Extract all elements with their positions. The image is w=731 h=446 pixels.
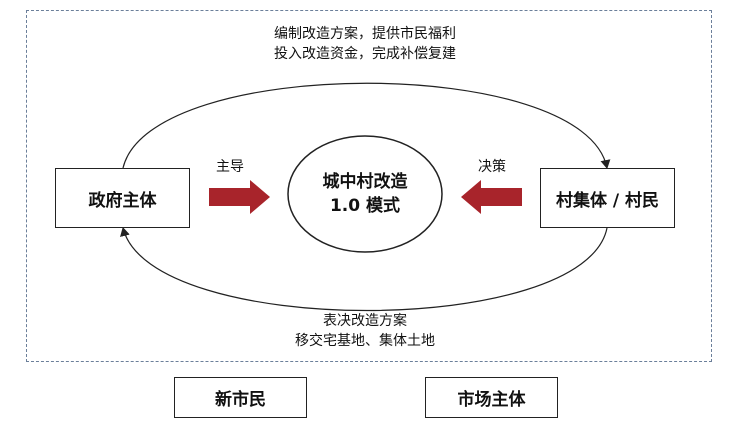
bottom-label-line2: 移交宅基地、集体土地: [295, 333, 435, 349]
new-citizen-box: 新市民: [174, 377, 307, 418]
center-title: 城中村改造 1.0 模式: [290, 164, 440, 224]
center-title-line2: 1.0 模式: [329, 196, 401, 216]
government-box-label: 政府主体: [88, 190, 157, 211]
new-citizen-label: 新市民: [215, 390, 266, 410]
right-arrow-label: 决策: [478, 159, 506, 175]
center-ellipse: [287, 135, 443, 253]
market-entity-label: 市场主体: [457, 390, 526, 410]
left-arrow-label: 主导: [216, 159, 244, 175]
left-red-arrow: [209, 180, 270, 214]
market-entity-box: 市场主体: [425, 377, 558, 418]
center-title-line1: 城中村改造: [322, 172, 408, 192]
government-box: 政府主体: [55, 168, 190, 228]
bottom-labels: 表决改造方案 移交宅基地、集体土地: [235, 311, 495, 351]
bottom-label-line1: 表决改造方案: [323, 313, 407, 329]
village-box-label: 村集体 / 村民: [555, 190, 660, 211]
top-label-line1: 编制改造方案，提供市民福利: [274, 26, 456, 42]
top-labels: 编制改造方案，提供市民福利 投入改造资金，完成补偿复建: [215, 24, 515, 64]
dashed-frame: [26, 10, 712, 362]
right-red-arrow: [461, 180, 522, 214]
top-label-line2: 投入改造资金，完成补偿复建: [274, 46, 456, 62]
village-box: 村集体 / 村民: [540, 168, 675, 228]
top-arc-connector: [122, 82, 611, 169]
bottom-arc-connector: [120, 227, 608, 312]
